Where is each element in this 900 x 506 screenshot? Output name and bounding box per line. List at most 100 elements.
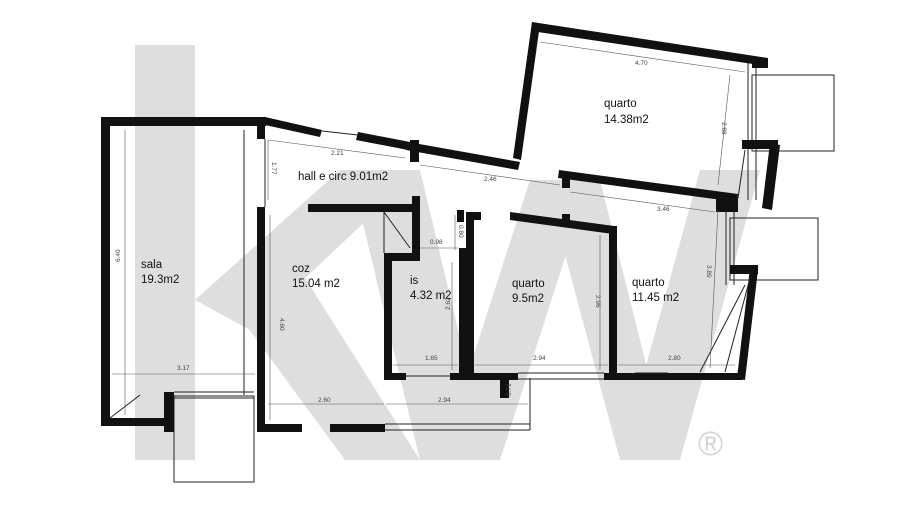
wall-quarto-top-se [762,143,780,210]
balconies [173,62,835,483]
registered-mark: ® [698,425,723,463]
room-quarto-right-area: 11.45 m2 [632,292,679,304]
dim-294b: 2.94 [438,397,451,404]
dimension-labels: 4.70 2.88 2.21 1.77 2.46 3.46 6.40 0.98 … [115,60,727,404]
room-quarto-mid-name: quarto [512,278,545,290]
wall-sala-west [101,117,110,425]
wall-is-east [459,248,466,380]
wall-is-north [384,253,420,261]
hall-north-thin [321,130,359,136]
dim-288: 2.88 [720,122,727,135]
wall-sala-coz [257,207,265,432]
room-sala-area: 19.3m2 [141,274,179,286]
wall-hall-north-1 [265,117,322,137]
wall-hall-north-3 [406,142,520,170]
dim-262: 2.62 [445,297,452,310]
balcony-upper-right [751,74,835,152]
wall-quarto-top-east-stub [752,58,768,68]
room-coz-area: 15.04 m2 [292,278,340,290]
dim-640: 6.40 [115,249,122,262]
room-sala-name: sala [141,259,163,271]
watermark-k-lower-arm [235,270,420,460]
watermark-w-mid2 [545,180,650,460]
dim-line-389 [709,209,719,369]
wall-qright-south [635,373,743,380]
room-quarto-right-name: quarto [632,277,665,289]
room-is-area: 4.32 m2 [410,290,452,302]
wall-quarto-top-north [531,22,768,66]
walls [101,22,780,432]
wall-hall-east-stub [716,198,738,212]
dim-260: 2.60 [318,397,331,404]
balcony-bottom-left [173,395,255,483]
wall-is-south-2 [450,373,466,380]
dim-389: 3.89 [705,265,712,278]
dimension-lines [112,41,746,420]
watermark-w-mid [440,180,590,460]
wall-qmid-south-2 [604,373,635,380]
wall-qmid-north-stub [562,214,570,224]
wall-sala-north [101,117,266,126]
wall-qright-east [737,268,758,380]
dim-line-246 [419,164,561,186]
dim-460: 4.60 [278,318,285,331]
wall-balcony-post [164,392,174,432]
balcony-lower-right [729,217,819,281]
qright-door-swing-2 [724,277,751,373]
watermark-w-right [620,170,760,460]
dim-221: 2.21 [331,150,344,157]
dim-346: 3.46 [657,206,670,213]
room-quarto-mid-area: 9.5m2 [512,293,544,305]
dim-296: 2.96 [594,295,601,308]
dim-470: 4.70 [635,60,648,67]
dim-280: 2.80 [668,355,681,362]
kw-watermark [135,45,760,460]
room-hall-name: hall e circ 9.01m2 [298,171,388,183]
qtop-door-swing [737,149,746,199]
dim-098: 0.98 [430,239,443,246]
wall-coz-north [308,204,420,212]
wall-hall-north-2 [356,132,410,150]
qright-door-swing [699,284,746,373]
thin-lines [109,130,751,419]
room-quarto-top-name: quarto [604,98,637,110]
coz-door-swing [383,211,411,249]
room-quarto-top-area: 14.38m2 [604,114,649,126]
dim-317: 3.17 [177,365,190,372]
wall-qmid-south-1 [466,373,518,380]
dim-246: 2.46 [484,176,497,183]
wall-coz-south-3 [500,378,509,398]
wall-is-west [384,253,392,380]
wall-hall-mid-stub [562,174,570,188]
dim-294a: 2.94 [533,355,546,362]
dim-line-470 [539,41,746,73]
watermark-k-stem [135,45,195,460]
dim-177: 1.77 [270,162,277,175]
dim-line-221 [267,139,406,159]
wall-hall-pillar [410,140,419,162]
wall-quarto-top-south [558,170,738,202]
watermark-w-left [350,170,470,460]
wall-qright-east-top [730,265,758,274]
dim-080: 0.80 [457,225,464,238]
dim-line-346 [569,191,716,213]
wall-sala-south-left [101,418,173,426]
wall-qmid-west-top [466,212,481,220]
wall-sala-top-stub [257,117,265,139]
dim-071: 0.71 [506,383,513,396]
wall-is-north-post [412,196,420,256]
wall-coz-south-2 [330,424,385,432]
wall-qmid-east [609,226,617,380]
wall-quarto-top-west [513,22,540,160]
room-coz-name: coz [292,263,310,275]
wall-quarto-top-se-stub [742,140,778,149]
wall-is-south-1 [384,373,406,380]
room-is-name: is [410,275,419,287]
room-labels: sala 19.3m2 hall e circ 9.01m2 coz 15.04… [141,98,679,305]
dim-165: 1.65 [425,355,438,362]
wall-qmid-west [466,212,474,380]
dim-line-288 [717,74,731,186]
wall-coz-south-1 [257,424,302,432]
wall-is-east-upper [457,210,464,222]
